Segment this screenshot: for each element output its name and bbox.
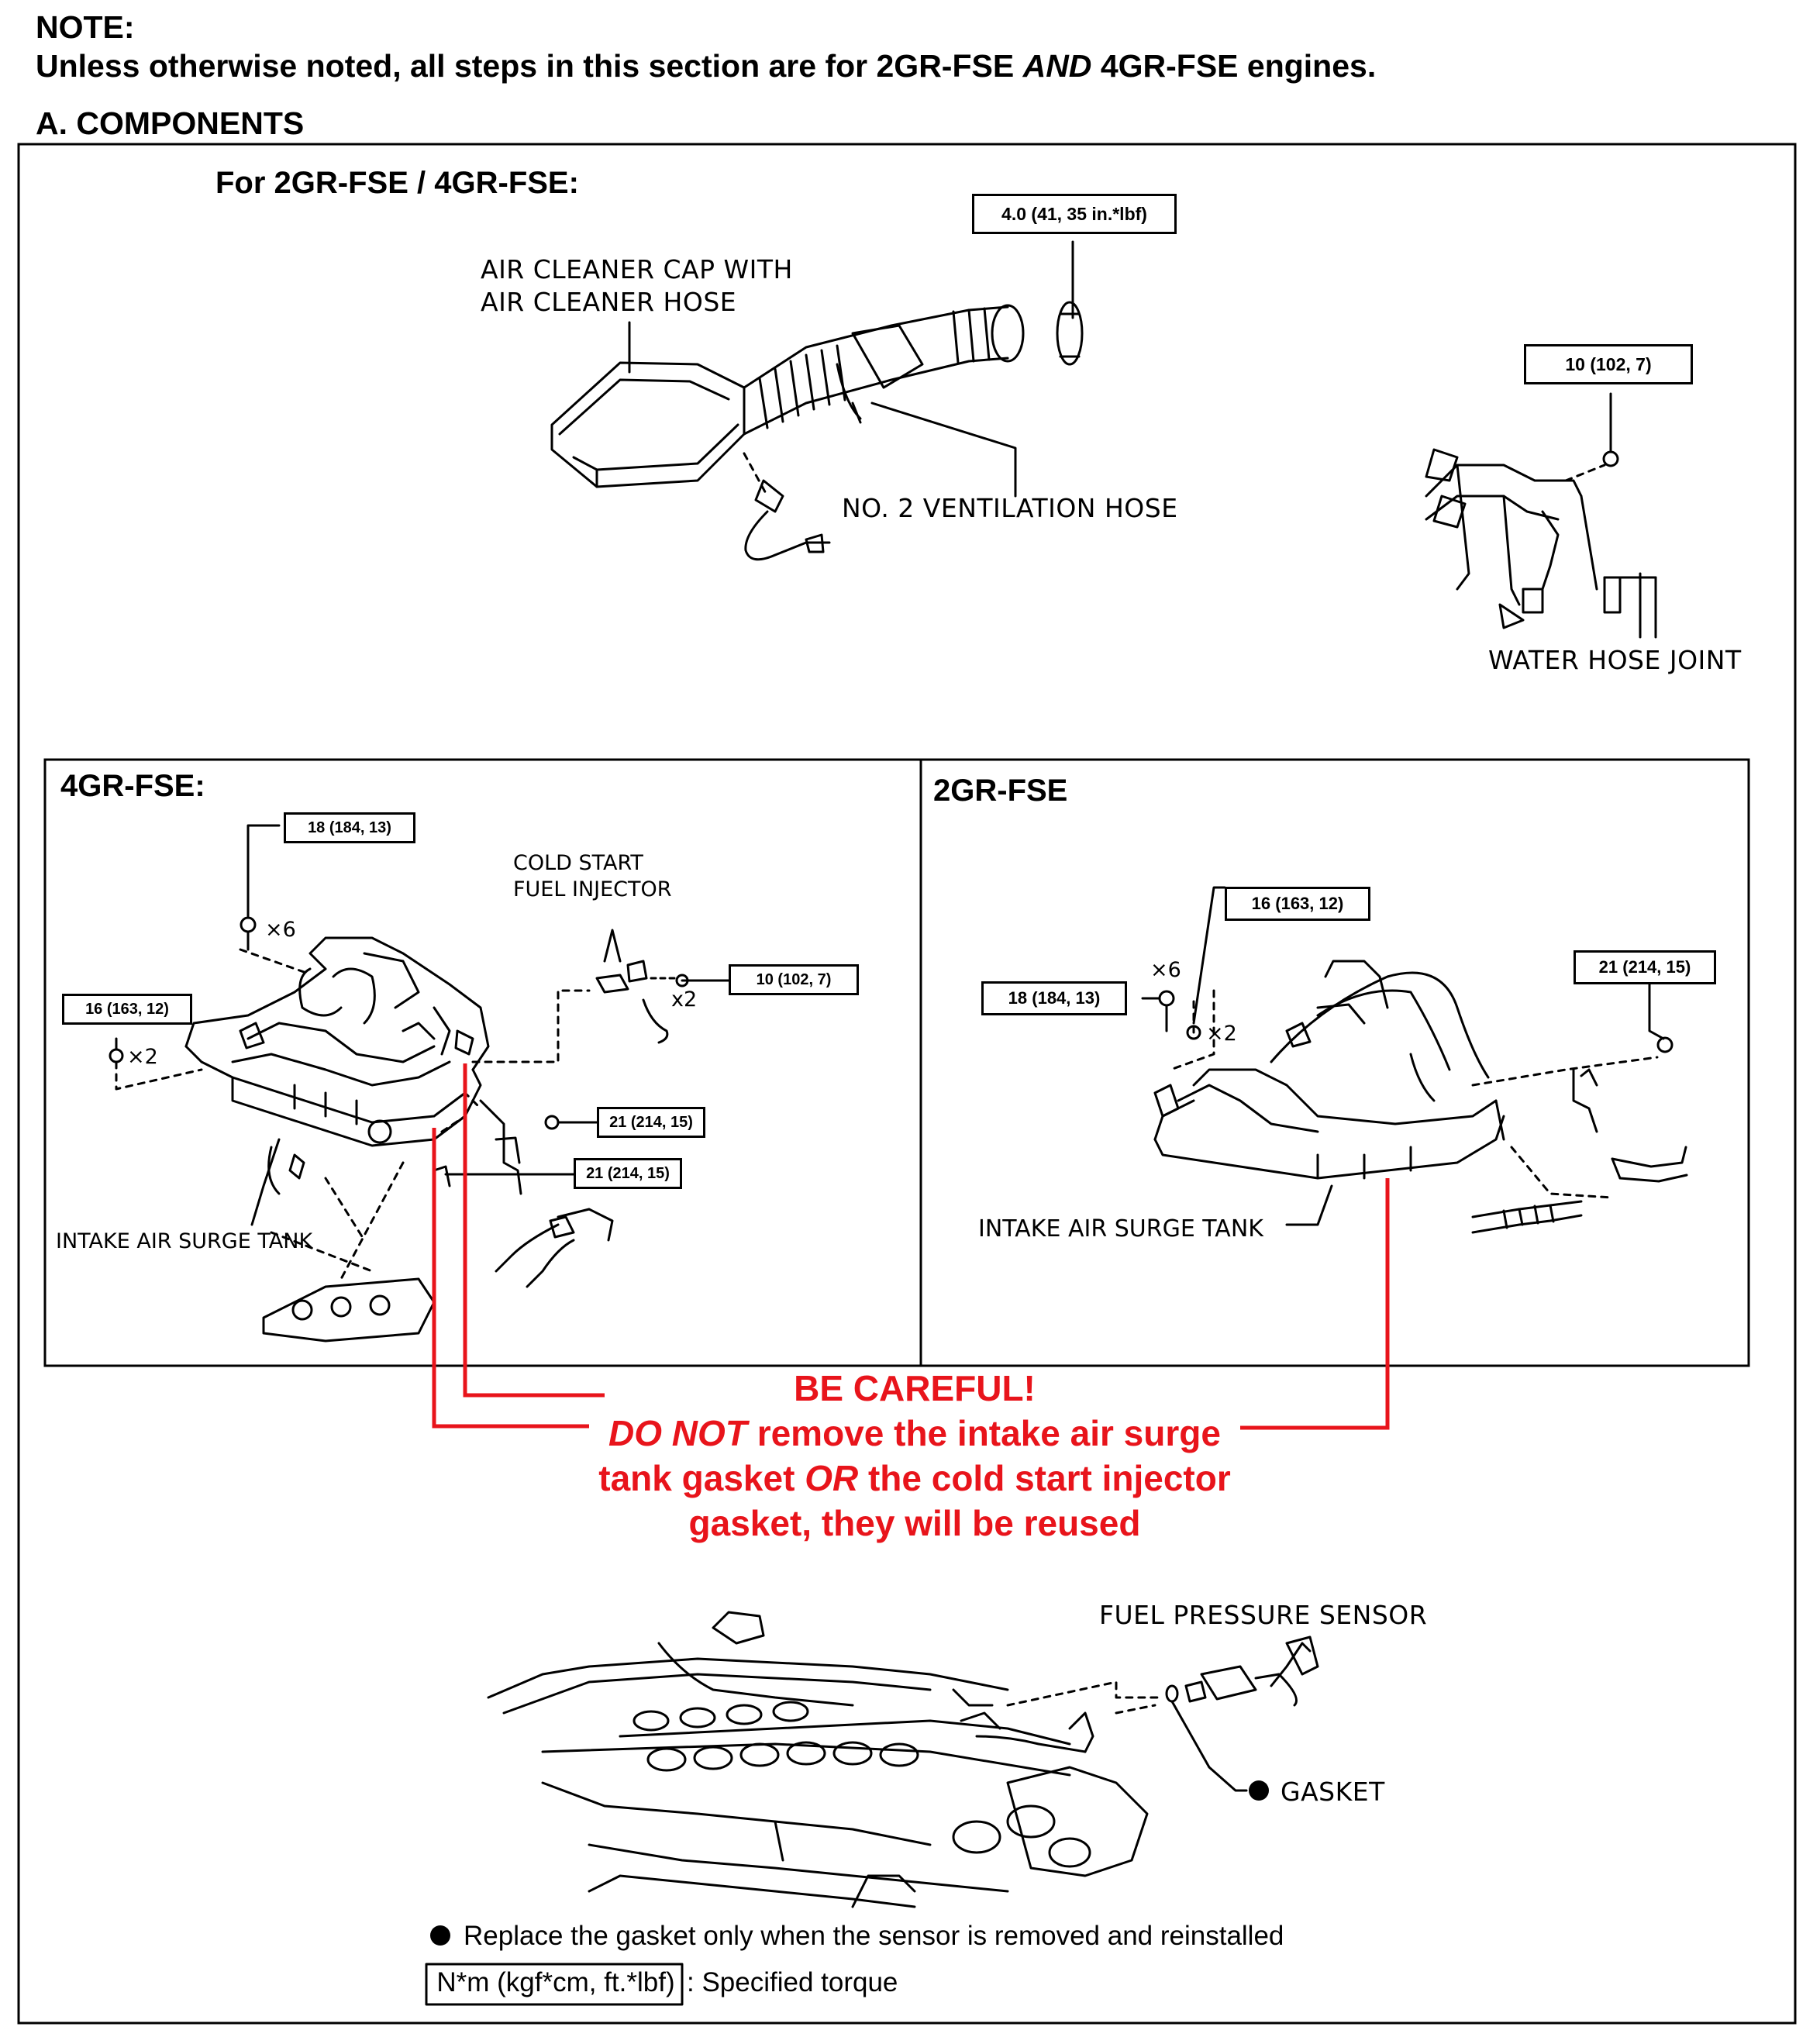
gasket-label: GASKET [1281, 1777, 1385, 1807]
panel-2gr-title: 2GR-FSE [933, 774, 1068, 808]
water-hose-joint-label: WATER HOSE JOINT [1488, 645, 1742, 675]
warning-line3-before: tank gasket [598, 1458, 805, 1498]
torque-water-joint: 10 (102, 7) [1524, 344, 1693, 384]
qty-4gr-injector-x2: x2 [671, 987, 698, 1012]
legend-torque-box: N*m (kgf*cm, ft.*lbf) [436, 1967, 675, 1997]
torque-2gr-right: 21 (214, 15) [1574, 950, 1716, 984]
legend-bullet-icon [430, 1925, 450, 1946]
warning-leader-lines [432, 1063, 1390, 1430]
engine-drawing [487, 1611, 1149, 1908]
legend-bullet-text: Replace the gasket only when the sensor … [464, 1921, 1284, 1951]
legend-torque-desc: : Specified torque [687, 1967, 898, 1997]
note-text-italic: AND [1022, 48, 1092, 84]
air-cleaner-cap-drawing [550, 304, 1025, 488]
note-text-before: Unless otherwise noted, all steps in thi… [36, 48, 1023, 84]
surge-tank-4gr-drawing [184, 936, 490, 1147]
torque-2gr-top: 16 (163, 12) [1225, 887, 1370, 921]
warning-line3-italic: OR [805, 1458, 859, 1498]
qty-2gr-x2: ×2 [1206, 1022, 1237, 1046]
hose-clamp-drawing [1056, 301, 1084, 366]
qty-4gr-left-x2: ×2 [127, 1045, 158, 1069]
cold-start-label-line1: COLD START [513, 851, 643, 875]
qty-4gr-x6: ×6 [265, 918, 296, 942]
cold-start-label-line2: FUEL INJECTOR [513, 877, 672, 901]
note-text: Unless otherwise noted, all steps in thi… [36, 48, 1376, 84]
air-cleaner-label-line2: AIR CLEANER HOSE [481, 287, 737, 317]
warning-line2: DO NOT remove the intake air surge [543, 1412, 1287, 1454]
torque-clamp: 4.0 (41, 35 in.*lbf) [972, 194, 1177, 234]
surge-tank-4gr-label: INTAKE AIR SURGE TANK [56, 1229, 313, 1253]
warning-line2-rest: remove the intake air surge [746, 1413, 1221, 1453]
fuel-pressure-sensor-label: FUEL PRESSURE SENSOR [1099, 1600, 1428, 1630]
section-heading: A. COMPONENTS [36, 105, 305, 141]
outer-frame [17, 143, 1797, 2025]
warning-line3-after: the cold start injector [858, 1458, 1231, 1498]
ventilation-hose-drawing [743, 452, 831, 561]
qty-2gr-x6: ×6 [1150, 958, 1181, 982]
surge-tank-2gr-label: INTAKE AIR SURGE TANK [978, 1215, 1263, 1243]
torque-4gr-bracket-1: 21 (214, 15) [597, 1107, 705, 1138]
torque-4gr-top: 18 (184, 13) [284, 812, 415, 843]
note-title: NOTE: [36, 9, 135, 45]
surge-tank-2gr-drawing [1153, 960, 1505, 1180]
warning-line2-italic: DO NOT [608, 1413, 747, 1453]
air-cleaner-label-line1: AIR CLEANER CAP WITH [481, 254, 793, 284]
panel-4gr-frame [43, 758, 922, 1367]
torque-2gr-left: 18 (184, 13) [981, 981, 1127, 1015]
warning-line4: gasket, they will be reused [688, 1503, 1141, 1543]
water-hose-joint-drawing [1425, 392, 1657, 637]
note-text-after: 4GR-FSE engines. [1091, 48, 1377, 84]
gasket-bullet-icon [1249, 1780, 1269, 1801]
torque-4gr-bracket-2: 21 (214, 15) [574, 1158, 682, 1189]
panel-4gr-title: 4GR-FSE: [60, 769, 205, 803]
torque-4gr-injector: 10 (102, 7) [729, 964, 859, 995]
warning-line3: tank gasket OR the cold start injector [543, 1457, 1287, 1499]
top-panel-title: For 2GR-FSE / 4GR-FSE: [215, 166, 579, 200]
ventilation-hose-label: NO. 2 VENTILATION HOSE [842, 493, 1178, 523]
legend-torque-box-frame [425, 1963, 684, 2006]
cold-start-injector-drawing [595, 929, 689, 1044]
panel-2gr-frame [919, 758, 1750, 1367]
torque-4gr-left: 16 (163, 12) [62, 994, 192, 1025]
fuel-pressure-sensor-drawing [1165, 1635, 1319, 1707]
warning-title: BE CAREFUL! [794, 1368, 1036, 1408]
